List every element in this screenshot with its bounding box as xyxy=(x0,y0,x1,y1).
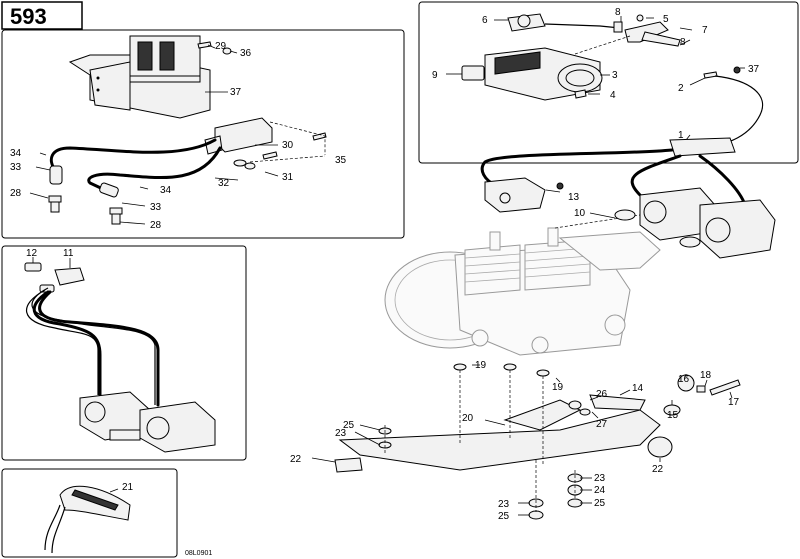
callout-33-right: 33 xyxy=(150,202,162,213)
callout-37-left: 37 xyxy=(230,87,242,98)
throttle-cable-upper-left xyxy=(31,287,156,405)
callout-22-right: 22 xyxy=(652,464,664,475)
throttle-cable-b xyxy=(38,290,160,407)
top-panel-leaders xyxy=(446,16,745,141)
spark-plug-front xyxy=(48,195,62,213)
throttle-cable-right-main xyxy=(699,75,764,149)
throttle-cable-right-c xyxy=(698,154,747,207)
carburetor-pair-left xyxy=(79,391,216,453)
spark-plug-cap-rear xyxy=(99,182,119,198)
handlebar-panel xyxy=(1,468,178,558)
spark-plug-wire-front xyxy=(49,138,217,172)
callout-17: 17 xyxy=(728,397,740,408)
throttle-cable-right-b xyxy=(630,154,682,197)
callout-26: 26 xyxy=(596,389,608,400)
callout-31: 31 xyxy=(282,172,294,183)
throttle-sensor xyxy=(507,13,621,32)
engine-mount-plate xyxy=(338,394,661,471)
page-number-box: 593 xyxy=(1,1,83,30)
callout-20: 20 xyxy=(462,413,474,424)
page-number-label: 593 xyxy=(10,4,47,29)
throttle-cable-a xyxy=(32,290,102,397)
callout-labels: 29 36 37 30 35 31 32 34 33 28 28 33 34 1… xyxy=(10,7,760,557)
spark-plug-wire-rear xyxy=(87,146,222,192)
callout-13: 13 xyxy=(568,192,580,203)
callout-7: 7 xyxy=(702,25,708,36)
throttle-handle xyxy=(44,485,131,554)
callout-2: 2 xyxy=(678,83,684,94)
throttle-lever xyxy=(624,21,681,47)
callout-5: 5 xyxy=(663,14,669,25)
callout-16: 16 xyxy=(678,374,690,385)
callout-35: 35 xyxy=(335,155,347,166)
throttle-cable-lower-left xyxy=(26,289,99,395)
figure-code: 08L0901 xyxy=(185,550,212,557)
callout-33-left: 33 xyxy=(10,162,22,173)
callout-23-bottom: 23 xyxy=(498,499,510,510)
cable-adjuster-parts xyxy=(24,262,85,293)
callout-28-right: 28 xyxy=(150,220,162,231)
callout-34-left: 34 xyxy=(10,148,22,159)
callout-14: 14 xyxy=(632,383,644,394)
callout-8-right: 8 xyxy=(680,37,686,48)
throttle-panel-leaders xyxy=(32,257,71,268)
spark-plug-cap-front xyxy=(49,165,63,185)
callout-36: 36 xyxy=(240,48,252,59)
callout-19-left: 19 xyxy=(475,360,487,371)
callout-6: 6 xyxy=(482,15,488,26)
callout-1: 1 xyxy=(678,130,684,141)
mount-dash-lines xyxy=(384,370,576,512)
ignition-leaders xyxy=(29,44,326,225)
callout-25-bottom: 25 xyxy=(498,511,510,522)
callout-32: 32 xyxy=(218,178,230,189)
callout-28-left: 28 xyxy=(10,188,22,199)
callout-29: 29 xyxy=(215,41,227,52)
callout-18: 18 xyxy=(700,370,712,381)
callout-23-right: 23 xyxy=(594,473,606,484)
engine-leaders xyxy=(545,189,616,219)
mount-leaders xyxy=(311,364,733,516)
throttle-housing-panel xyxy=(418,1,799,164)
throttle-housing xyxy=(484,47,603,101)
callout-8-top: 8 xyxy=(615,7,621,18)
callout-25-right: 25 xyxy=(594,498,606,509)
throttle-cable-right-a xyxy=(480,148,674,187)
ignition-coil xyxy=(204,117,273,155)
oil-pump xyxy=(484,177,564,213)
callout-25-left: 25 xyxy=(343,420,355,431)
callout-9: 9 xyxy=(432,70,438,81)
coil-screws xyxy=(197,41,327,170)
callout-30: 30 xyxy=(282,140,294,151)
carburetor-pair-right xyxy=(614,187,776,259)
spark-plug-rear xyxy=(109,207,123,225)
callout-34-right: 34 xyxy=(160,185,172,196)
callout-10: 10 xyxy=(574,208,586,219)
callout-15: 15 xyxy=(667,410,679,421)
callout-27: 27 xyxy=(596,419,608,430)
callout-19-right: 19 xyxy=(552,382,564,393)
engine-block xyxy=(384,214,661,356)
callout-12: 12 xyxy=(26,248,38,259)
ignition-panel xyxy=(1,29,405,239)
callout-22-left: 22 xyxy=(290,454,302,465)
callout-37-right: 37 xyxy=(748,64,760,75)
callout-21: 21 xyxy=(122,482,134,493)
callout-4: 4 xyxy=(610,90,616,101)
callout-11: 11 xyxy=(63,248,74,259)
callout-23-left: 23 xyxy=(335,428,347,439)
throttle-cable-panel xyxy=(1,245,247,461)
small-hardware-top xyxy=(461,14,741,99)
callout-3: 3 xyxy=(612,70,618,81)
callout-24: 24 xyxy=(594,485,606,496)
mounting-bracket xyxy=(89,61,131,111)
